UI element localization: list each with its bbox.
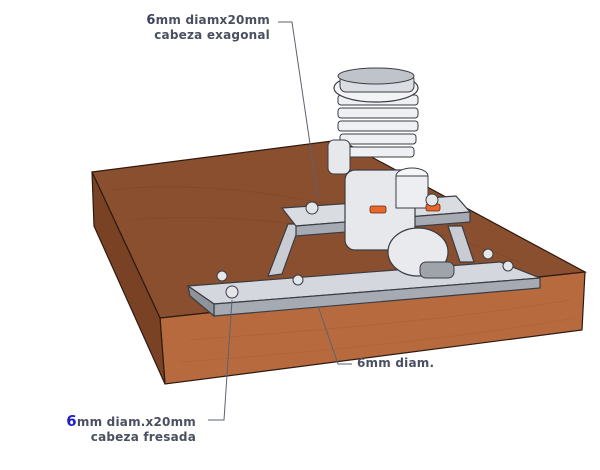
callout-bottom: 6mm diam.x20mm cabeza fresada (46, 414, 196, 445)
board-left-face (91, 171, 166, 385)
leader-bottom (208, 299, 233, 421)
bolt-head (216, 270, 228, 282)
bolt-head (425, 193, 439, 207)
callout-top: 6mm diamx20mm cabeza exagonal (120, 13, 270, 43)
leader-lines (208, 21, 352, 421)
bolt-head (292, 274, 304, 286)
callout-top-line1: 6mm diamx20mm (120, 13, 270, 28)
bolt-head (482, 248, 494, 260)
callout-bottom-line1: 6mm diam.x20mm (46, 414, 196, 430)
leader-top (278, 21, 319, 199)
callout-bottom-line1-rest: mm diam.x20mm (76, 415, 196, 429)
bolts (216, 193, 514, 299)
callout-top-line2: cabeza exagonal (154, 28, 270, 42)
leader-middle (317, 305, 352, 365)
callout-middle: 6mm diam. (357, 356, 477, 371)
bolt-head (225, 285, 239, 299)
callout-middle-text: 6mm diam. (357, 356, 435, 370)
callout-top-prefix: 6 (146, 13, 156, 28)
bolt-head (305, 201, 319, 215)
callout-bottom-prefix: 6 (66, 412, 77, 430)
model-engine (327, 67, 455, 279)
callout-top-line1-rest: mm diamx20mm (155, 13, 270, 27)
callout-bottom-line2: cabeza fresada (90, 430, 196, 444)
bolt-head (502, 260, 514, 272)
